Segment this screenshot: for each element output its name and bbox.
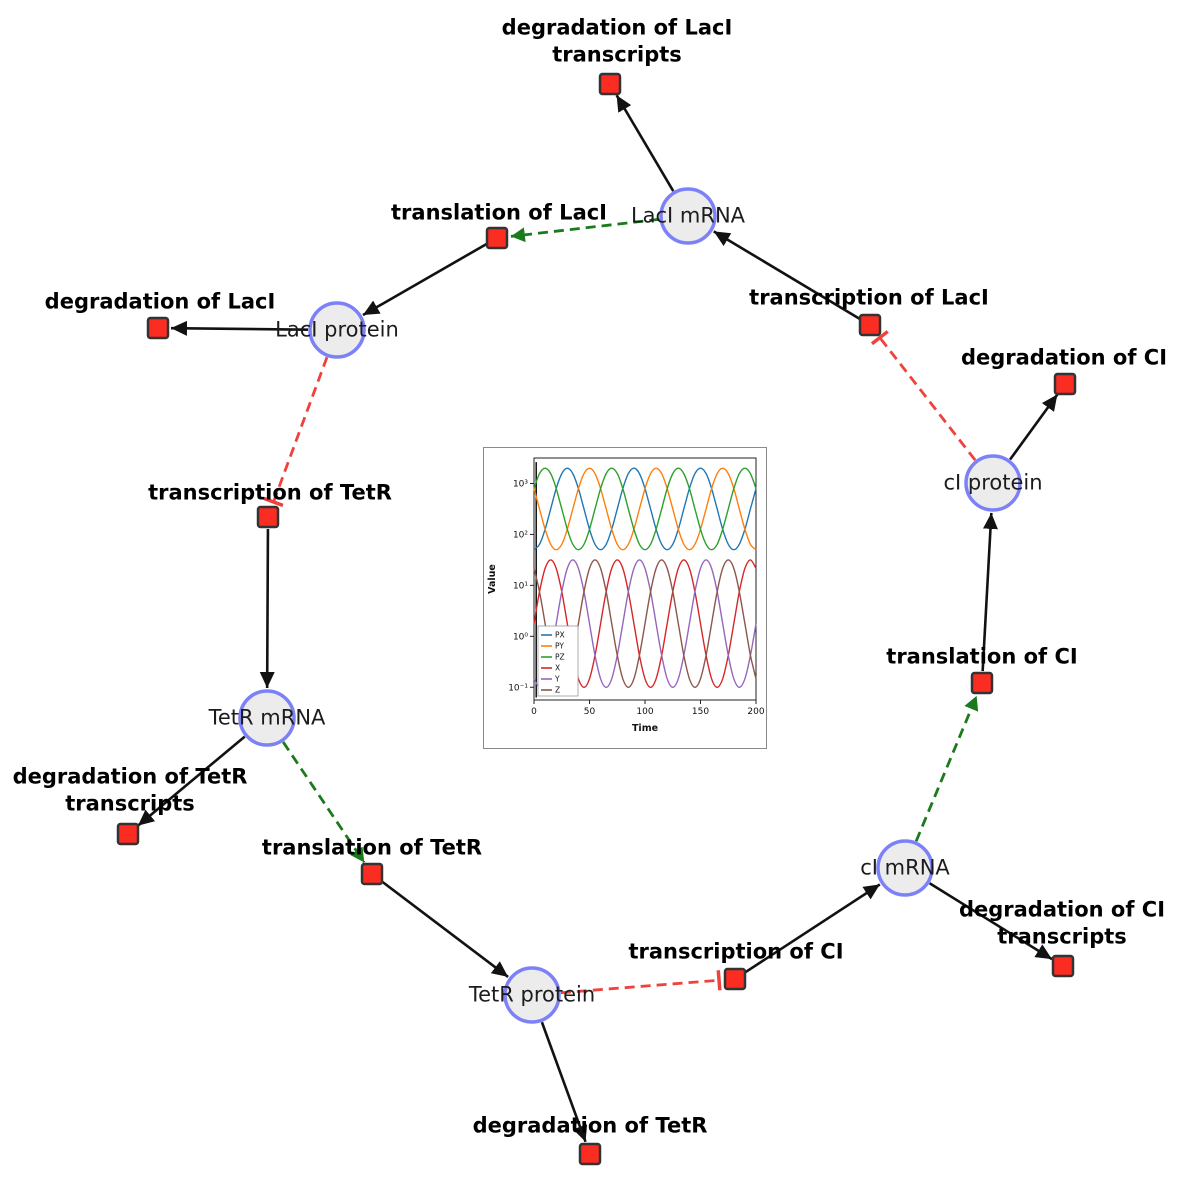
- edge-consumption-cI_mRNA-deg_cI_tx: [928, 882, 1053, 961]
- edge-consumption-tetR_mRNA-deg_tetR_tx: [137, 735, 246, 827]
- legend-entry-label: X: [555, 664, 560, 673]
- chart-y-axis-label: Value: [487, 564, 498, 594]
- reaction-node-tl_lacI[interactable]: [485, 226, 509, 250]
- chart-series-PZ: [533, 467, 757, 551]
- edge-product-tl_lacI-lacI_protein: [362, 242, 488, 317]
- edge-inhibition-lacI_protein-tx_tetR: [263, 356, 329, 508]
- y-tick-label: 10²: [513, 530, 528, 540]
- y-tick-label: 10⁰: [513, 632, 528, 642]
- x-tick-label: 150: [692, 707, 709, 717]
- legend-entry-label: PY: [555, 642, 564, 651]
- y-tick-label: 10¹: [513, 581, 528, 591]
- reaction-node-deg_cI[interactable]: [1053, 372, 1077, 396]
- x-tick-label: 100: [636, 707, 653, 717]
- edge-product-tl_tetR-tetR_protein: [380, 880, 509, 978]
- reaction-node-tx_cI[interactable]: [723, 967, 747, 991]
- edge-product-tx_lacI-lacI_mRNA: [713, 230, 861, 320]
- species-node-cI_protein[interactable]: [964, 454, 1022, 512]
- species-node-lacI_mRNA[interactable]: [659, 187, 717, 245]
- species-node-tetR_protein[interactable]: [503, 966, 561, 1024]
- y-tick-label: 10⁻¹: [508, 683, 528, 693]
- edge-product-tl_cI-cI_protein: [981, 512, 998, 672]
- edge-inhibition-cI_protein-tx_lacI: [870, 330, 977, 461]
- x-tick-label: 50: [584, 707, 596, 717]
- species-node-lacI_protein[interactable]: [308, 301, 366, 359]
- reaction-node-deg_lacI_tx[interactable]: [598, 72, 622, 96]
- x-tick-label: 0: [531, 707, 537, 717]
- species-node-tetR_mRNA[interactable]: [238, 689, 296, 747]
- species-node-cI_mRNA[interactable]: [876, 839, 934, 897]
- chart-legend: [537, 625, 579, 697]
- x-tick-label: 200: [747, 707, 764, 717]
- chart-series-PX: [533, 467, 757, 551]
- reaction-node-tl_tetR[interactable]: [360, 862, 384, 886]
- reaction-node-deg_tetR[interactable]: [578, 1142, 602, 1166]
- reaction-node-tx_tetR[interactable]: [256, 505, 280, 529]
- edge-inhibition-tetR_protein-tx_cI: [560, 970, 722, 995]
- edge-consumption-cI_protein-deg_cI: [1009, 393, 1059, 461]
- reaction-node-tx_lacI[interactable]: [858, 313, 882, 337]
- edge-consumption-tetR_protein-deg_tetR: [540, 1021, 588, 1143]
- edge-product-tx_cI-cI_mRNA: [744, 883, 881, 974]
- edge-modifier-lacI_mRNA-tl_lacI: [510, 217, 660, 243]
- edge-product-tx_tetR-tetR_mRNA: [259, 528, 275, 689]
- edge-modifier-cI_mRNA-tl_cI: [914, 695, 979, 842]
- legend-entry-label: PX: [555, 631, 565, 640]
- chart-series-PY: [533, 467, 757, 551]
- reaction-node-deg_cI_tx[interactable]: [1051, 954, 1075, 978]
- reaction-node-tl_cI[interactable]: [970, 671, 994, 695]
- legend-entry-label: Y: [554, 675, 560, 684]
- chart-series-Y: [533, 559, 757, 689]
- legend-entry-label: PZ: [555, 653, 565, 662]
- chart-x-axis-label: Time: [632, 723, 658, 734]
- legend-entry-label: Z: [555, 686, 560, 695]
- edge-consumption-lacI_mRNA-deg_lacI_tx: [615, 94, 675, 192]
- edge-modifier-tetR_mRNA-tl_tetR: [282, 741, 366, 864]
- y-tick-label: 10³: [513, 479, 528, 489]
- reaction-node-deg_tetR_tx[interactable]: [116, 822, 140, 846]
- reaction-node-deg_lacI[interactable]: [146, 316, 170, 340]
- edge-consumption-lacI_protein-deg_lacI: [170, 320, 309, 336]
